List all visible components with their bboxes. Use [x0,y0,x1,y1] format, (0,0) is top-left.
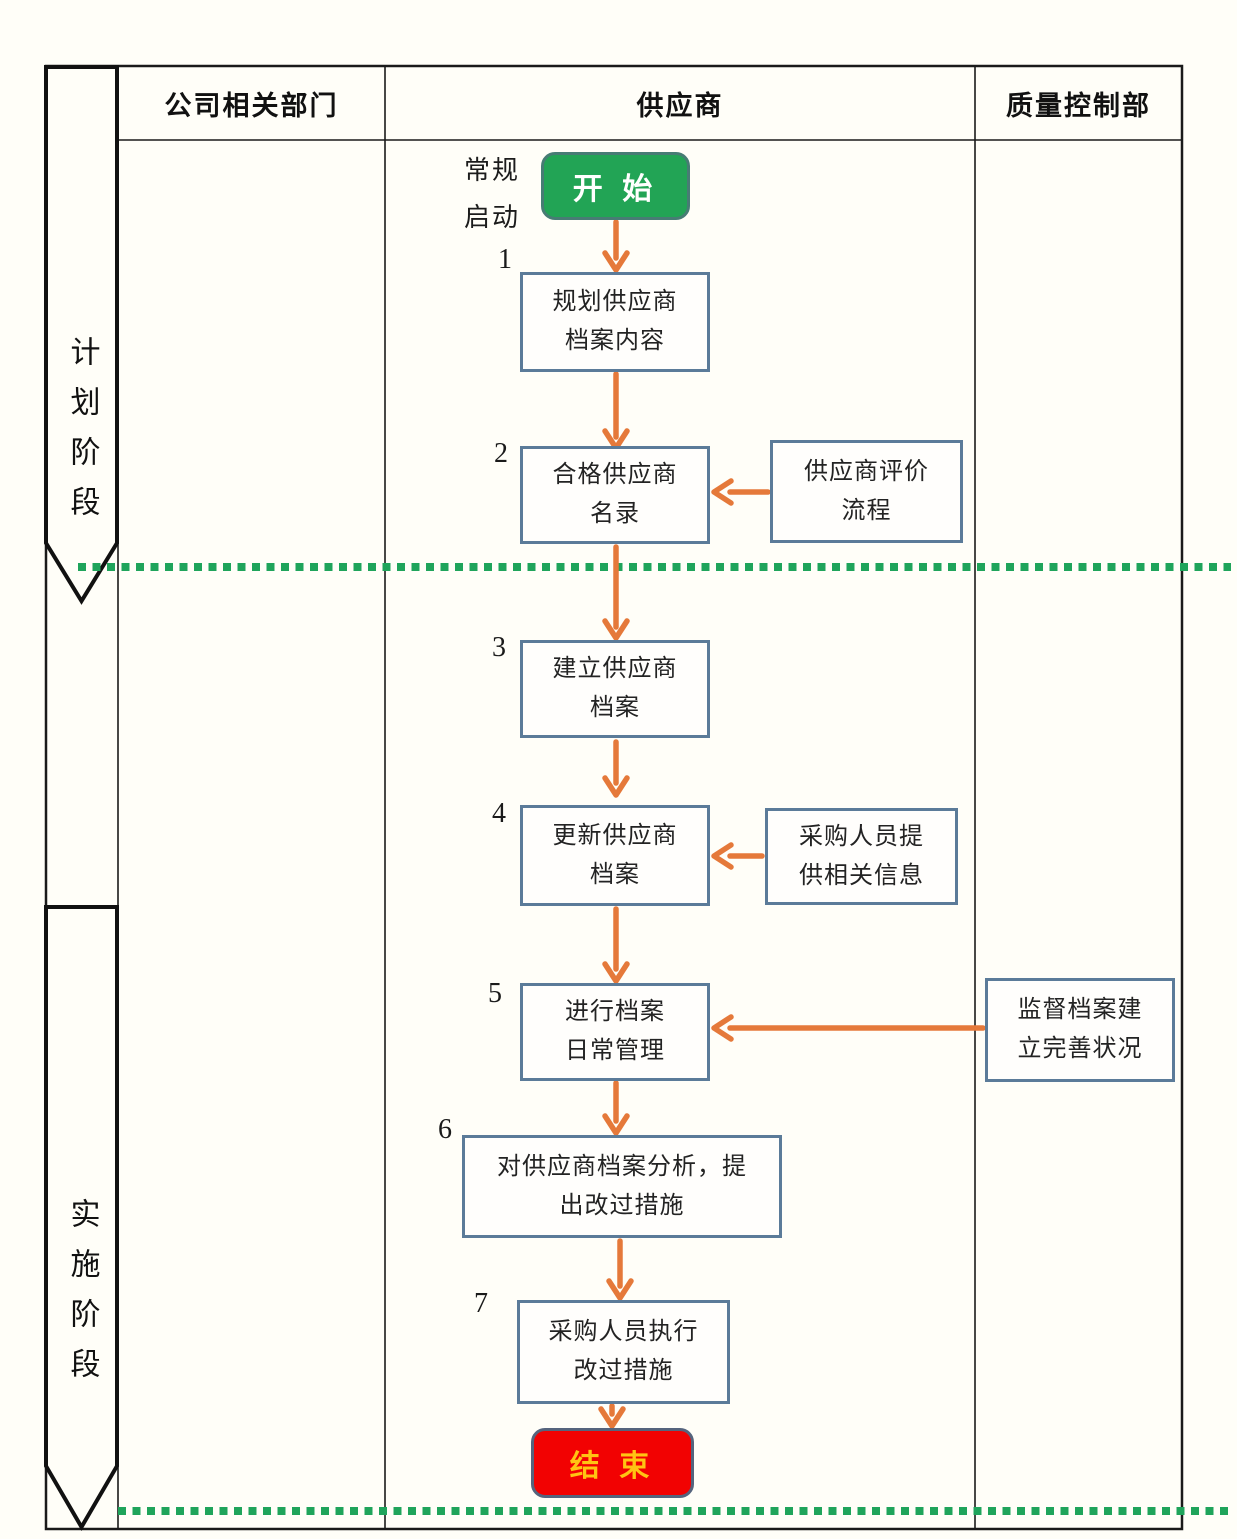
trigger-note-line: 常规 [463,156,520,185]
lane-header-quality-control: 质量控制部 [1006,90,1151,121]
step-text: 采购人员执行 [548,1319,699,1346]
step-number-3: 3 [492,632,506,663]
trigger-note-line: 启动 [463,202,520,232]
side-box-text: 采购人员提 [799,823,924,850]
side-box-text: 供应商评价 [804,458,929,485]
end-node-label: 结 束 [569,1450,656,1483]
step-text: 档案 [590,861,640,888]
step-text: 合格供应商 [552,462,678,489]
step-number-7: 7 [474,1288,488,1319]
step-text: 档案 [590,695,640,721]
phase-banner-1-shape [44,65,119,605]
arrow-step7-to-end [598,1403,626,1429]
arrow-start-to-step1 [602,219,630,273]
side-box-text: 监督档案建 [1017,997,1143,1024]
end-node: 结 束 [531,1428,694,1498]
arrow-supervision-to-step5 [711,1014,986,1042]
step-box-analyze-file-propose-improvements: 对供应商档案分析，提 出改过措施 [462,1135,782,1238]
trigger-note: 常规 启动 [452,148,532,242]
phase-label-planning-text: 计划阶段 [65,336,99,536]
step-box-update-supplier-file: 更新供应商 档案 [520,805,710,906]
side-box-supervise-file-completion: 监督档案建 立完善状况 [985,978,1175,1082]
step-number-5: 5 [488,978,502,1009]
step-number-4: 4 [492,798,506,829]
arrow-step4-to-step5 [602,906,630,984]
step-box-purchaser-execute-improvements: 采购人员执行 改过措施 [517,1300,730,1404]
arrow-evaluation-to-step2 [711,478,771,506]
step-text: 规划供应商 [552,289,678,316]
phase-label-implementation-text: 实施阶段 [65,1198,99,1398]
step-text: 对供应商档案分析，提 [497,1153,747,1180]
arrow-purchaser-to-step4 [711,842,765,870]
phase-dividers [78,563,1233,1515]
step-number-1: 1 [498,244,512,275]
step-text: 档案内容 [565,328,665,354]
lane-header-company-departments: 公司相关部门 [164,90,339,121]
arrow-step6-to-step7 [606,1238,634,1301]
step-text: 更新供应商 [552,822,678,849]
step-box-qualified-supplier-list: 合格供应商 名录 [520,446,710,544]
side-box-purchaser-provides-info: 采购人员提 供相关信息 [765,808,958,905]
step-box-create-supplier-file: 建立供应商 档案 [520,640,710,738]
step-text: 日常管理 [565,1038,665,1064]
arrow-step2-to-step3 [602,544,630,641]
step-text: 出改过措施 [559,1192,685,1219]
flow-arrows [598,219,986,1429]
step-box-daily-file-management: 进行档案 日常管理 [520,983,710,1081]
arrow-step1-to-step2 [602,371,630,451]
step-number-2: 2 [494,438,508,469]
phase-banner-shapes [44,65,119,1531]
arrow-step3-to-step4 [602,739,630,798]
side-box-text: 立完善状况 [1017,1036,1143,1062]
step-text: 改过措施 [573,1358,674,1384]
step-box-plan-supplier-file-content: 规划供应商 档案内容 [520,272,710,372]
step-text: 进行档案 [565,999,665,1026]
start-node-label: 开 始 [572,173,659,206]
phase-banner-2-shape [44,905,119,1531]
phase-label-planning: 计划阶段 [46,336,117,536]
step-text: 名录 [590,501,640,527]
side-box-supplier-evaluation-process: 供应商评价 流程 [770,440,963,543]
lane-header-supplier: 供应商 [636,90,724,121]
step-number-6: 6 [438,1114,452,1145]
phase-label-implementation: 实施阶段 [46,1198,117,1398]
arrow-step5-to-step6 [602,1080,630,1136]
step-text: 建立供应商 [552,656,678,683]
start-node: 开 始 [541,152,690,220]
side-box-text: 供相关信息 [799,862,924,889]
side-box-text: 流程 [841,497,892,524]
